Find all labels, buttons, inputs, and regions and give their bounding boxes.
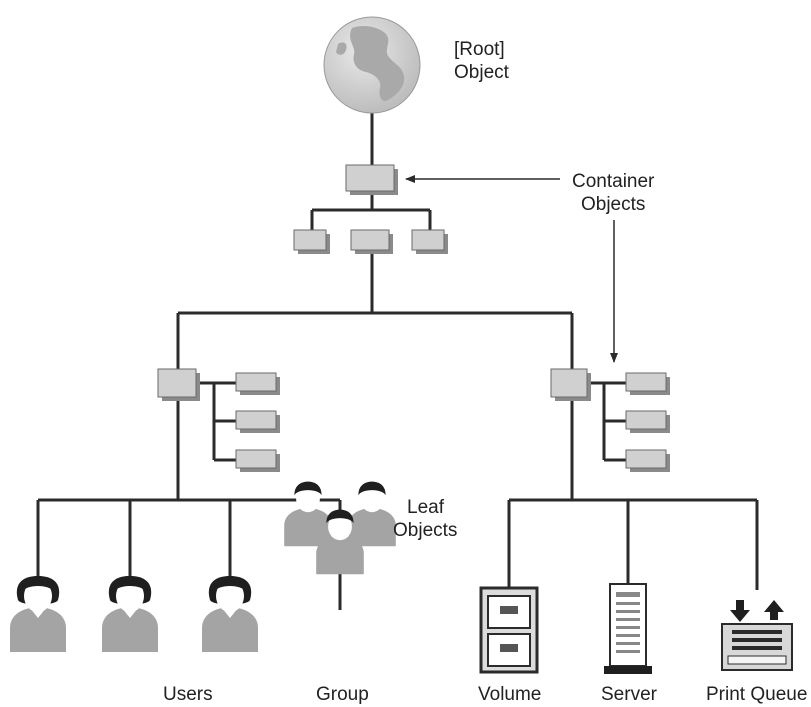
leaf-objects-label: Leaf Objects [393,497,458,542]
container-box-icon [550,368,591,401]
print-queue-label: Print Queue [706,684,808,705]
server-label: Server [601,684,657,705]
container-box-icon [625,449,670,472]
file-cabinet-icon [479,586,539,674]
user-icon [102,576,158,652]
globe-icon [323,16,421,114]
container-box-icon [293,229,330,254]
container-box-icon [625,410,670,433]
container-box-icon [625,372,670,395]
group-icon [284,481,396,575]
volume-label: Volume [478,684,542,705]
users-label: Users [163,684,213,705]
tree-lines [36,110,759,610]
root-object-label: [Root] Object [454,39,509,84]
container-box-icon [157,368,200,401]
user-icon [10,576,66,652]
container-box-icon [235,449,280,472]
printer-icon [721,600,793,671]
user-icon [202,576,258,652]
container-boxes [157,164,670,472]
container-box-icon [235,372,280,395]
server-tower-icon [604,583,652,674]
group-label: Group [316,684,369,705]
container-box-icon [350,229,393,254]
container-box-icon [411,229,448,254]
container-objects-label: Container Objects [572,171,655,216]
annotation-arrows [405,175,618,363]
container-box-icon [345,164,398,195]
container-box-icon [235,410,280,433]
